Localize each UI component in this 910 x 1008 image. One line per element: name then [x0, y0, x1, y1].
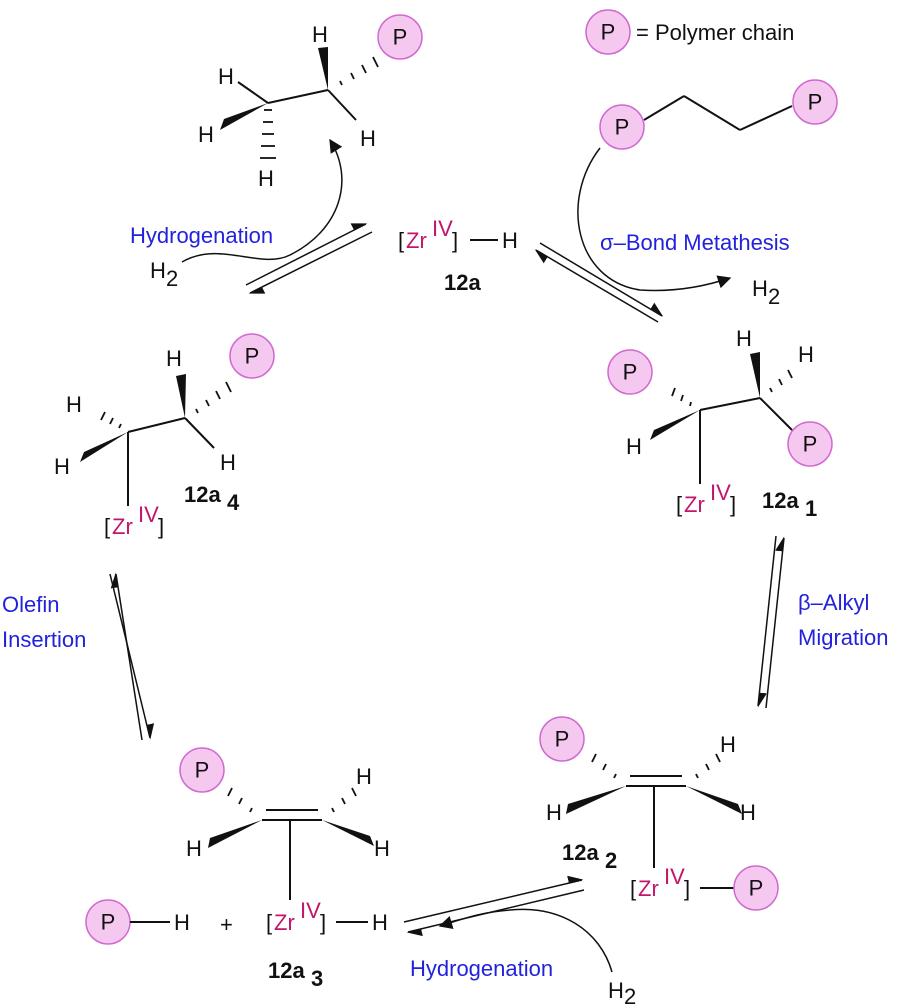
svg-text:P: P — [803, 432, 818, 457]
sigma-bond-arrow — [577, 147, 732, 292]
step-hydrogenation-top: Hydrogenation — [130, 223, 273, 248]
svg-text:H: H — [752, 276, 768, 301]
h2-bottom-right: H 2 — [608, 978, 636, 1008]
svg-text:H: H — [502, 228, 518, 253]
svg-text:2: 2 — [768, 284, 780, 309]
legend-text: = Polymer chain — [636, 20, 794, 45]
label-12a1: 12a — [762, 488, 799, 513]
svg-text:P: P — [245, 344, 260, 369]
compound-12a1: H H H P P [ Zr IV ] 12a 1 — [607, 326, 833, 521]
svg-text:Zr: Zr — [684, 492, 705, 517]
legend-polymer-symbol: P — [585, 9, 631, 55]
step-migration: Migration — [798, 625, 888, 650]
h2-top-left: H 2 — [150, 258, 178, 291]
svg-text:4: 4 — [227, 490, 240, 515]
svg-text:Zr: Zr — [274, 910, 295, 935]
compound-12a2: P H H H 12a 2 [ Zr IV ] P — [539, 716, 779, 911]
svg-text:]: ] — [320, 910, 326, 935]
top-ethane-product: H H H H H P — [198, 14, 423, 191]
polymer-olefin-reactant: P P — [599, 79, 838, 150]
hydrogenation-top-arrow — [181, 138, 343, 263]
step-beta-alkyl: β–Alkyl — [798, 590, 869, 615]
svg-text:H: H — [720, 732, 736, 757]
label-12a2: 12a — [562, 840, 599, 865]
svg-text:H: H — [186, 836, 202, 861]
svg-text:]: ] — [452, 228, 458, 253]
svg-text:H: H — [198, 122, 214, 147]
svg-text:IV: IV — [138, 502, 159, 527]
svg-text:IV: IV — [300, 898, 321, 923]
svg-text:[: [ — [398, 228, 404, 253]
svg-text:H: H — [258, 166, 274, 191]
svg-text:IV: IV — [710, 480, 731, 505]
compound-12a4: H H H H P [ Zr IV ] 12a 4 — [54, 333, 275, 539]
svg-text:H: H — [54, 454, 70, 479]
svg-text:IV: IV — [664, 864, 685, 889]
svg-text:H: H — [798, 342, 814, 367]
svg-text:]: ] — [158, 514, 164, 539]
svg-text:3: 3 — [311, 966, 323, 991]
step-insertion: Insertion — [2, 627, 86, 652]
svg-text:IV: IV — [432, 216, 453, 241]
svg-text:H: H — [374, 836, 390, 861]
svg-text:H: H — [608, 978, 624, 1003]
svg-text:H: H — [360, 126, 376, 151]
svg-text:Zr: Zr — [638, 876, 659, 901]
svg-text:H: H — [312, 22, 328, 47]
hash-bond — [260, 109, 276, 159]
svg-text:[: [ — [104, 514, 110, 539]
svg-text:H: H — [736, 326, 752, 351]
svg-text:2: 2 — [624, 984, 636, 1008]
polymer-hydride-product: P H + — [85, 899, 233, 945]
step-olefin: Olefin — [2, 592, 59, 617]
svg-text:[: [ — [676, 492, 682, 517]
svg-text:H: H — [740, 800, 756, 825]
legend: P = Polymer chain — [585, 9, 794, 55]
svg-text:H: H — [218, 64, 234, 89]
svg-text:P: P — [749, 876, 764, 901]
svg-text:2: 2 — [605, 848, 617, 873]
svg-text:1: 1 — [805, 496, 817, 521]
svg-text:H: H — [372, 910, 388, 935]
svg-text:2: 2 — [166, 266, 178, 291]
svg-text:P: P — [623, 360, 638, 385]
svg-text:H: H — [220, 450, 236, 475]
compound-12a: [ Zr IV ] H 12a — [398, 216, 518, 295]
step-hydrogenation-bottom: Hydrogenation — [410, 956, 553, 981]
h2-top-right: H 2 — [752, 276, 780, 309]
svg-text:H: H — [66, 392, 82, 417]
svg-text:]: ] — [684, 876, 690, 901]
svg-text:P: P — [808, 90, 823, 115]
svg-text:H: H — [150, 258, 166, 283]
svg-text:H: H — [356, 764, 372, 789]
label-12a3: 12a — [268, 958, 305, 983]
svg-text:P: P — [101, 910, 116, 935]
svg-text:H: H — [626, 434, 642, 459]
label-12a: 12a — [444, 270, 481, 295]
svg-text:Zr: Zr — [112, 514, 133, 539]
polymer-chain-P: P — [377, 14, 423, 60]
svg-text:H: H — [546, 800, 562, 825]
svg-text:P: P — [393, 25, 408, 50]
label-12a4: 12a — [184, 482, 221, 507]
svg-text:H: H — [166, 346, 182, 371]
svg-text:H: H — [174, 910, 190, 935]
wedge-bond — [220, 103, 268, 130]
hydrogenation-bottom-arrow — [438, 908, 613, 973]
step-sigma-bond-metathesis: σ–Bond Metathesis — [600, 230, 790, 255]
compound-12a3: P H H H [ Zr IV ] H 12a 3 — [179, 747, 390, 991]
svg-text:P: P — [555, 727, 570, 752]
svg-text:[: [ — [266, 910, 272, 935]
svg-text:P: P — [615, 115, 630, 140]
svg-text:[: [ — [630, 876, 636, 901]
svg-text:P: P — [195, 758, 210, 783]
svg-text:Zr: Zr — [406, 228, 427, 253]
svg-text:]: ] — [730, 492, 736, 517]
svg-text:P: P — [601, 20, 616, 45]
plus-sign: + — [220, 912, 233, 937]
